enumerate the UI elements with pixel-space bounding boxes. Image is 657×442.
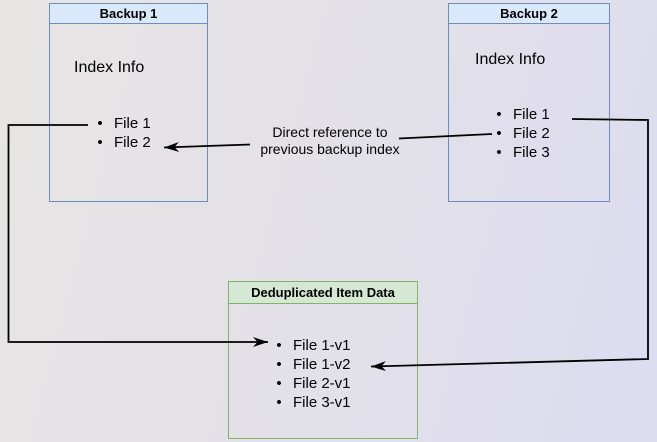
dedup-file-1v2: File 1-v2 — [293, 356, 351, 373]
backup1-index-info-label: Index Info — [74, 59, 145, 76]
list-item: • File 3-v1 — [273, 393, 351, 412]
list-item: • File 2-v1 — [273, 374, 351, 393]
list-item: • File 2 — [493, 124, 550, 143]
bullet-icon: • — [97, 115, 103, 132]
backup2-index-info-label: Index Info — [475, 51, 546, 68]
dedup-node: Deduplicated Item Data • File 1-v1 • Fil… — [228, 281, 418, 439]
list-item: • File 3 — [493, 143, 550, 162]
bullet-icon: • — [496, 106, 502, 123]
list-item: • File 1 — [94, 114, 151, 133]
bullet-icon: • — [496, 125, 502, 142]
backup2-title: Backup 2 — [449, 4, 609, 24]
backup2-file-2: File 2 — [513, 125, 550, 142]
backup1-title: Backup 1 — [50, 4, 207, 24]
dedup-file-2v1: File 2-v1 — [293, 375, 351, 392]
backup1-node: Backup 1 Index Info • File 1 • File 2 — [49, 3, 208, 202]
bullet-icon: • — [276, 337, 282, 354]
dedup-title: Deduplicated Item Data — [229, 282, 417, 304]
backup1-file-1: File 1 — [114, 115, 151, 132]
bullet-icon: • — [496, 144, 502, 161]
bullet-icon: • — [276, 375, 282, 392]
backup1-file-list: • File 1 • File 2 — [94, 114, 151, 152]
bullet-icon: • — [276, 394, 282, 411]
list-item: • File 1-v2 — [273, 355, 351, 374]
direct-reference-edge-label: Direct reference to previous backup inde… — [260, 124, 400, 157]
backup2-file-list: • File 1 • File 2 • File 3 — [493, 105, 550, 162]
list-item: • File 1 — [493, 105, 550, 124]
list-item: • File 2 — [94, 133, 151, 152]
bullet-icon: • — [276, 356, 282, 373]
backup2-file-3: File 3 — [513, 144, 550, 161]
bullet-icon: • — [97, 134, 103, 151]
backup2-node: Backup 2 Index Info • File 1 • File 2 • … — [448, 3, 610, 202]
dedup-file-1v1: File 1-v1 — [293, 337, 351, 354]
dedup-file-3v1: File 3-v1 — [293, 394, 351, 411]
backup1-file-2: File 2 — [114, 134, 151, 151]
dedup-file-list: • File 1-v1 • File 1-v2 • File 2-v1 • Fi… — [273, 336, 351, 412]
list-item: • File 1-v1 — [273, 336, 351, 355]
backup2-file-1: File 1 — [513, 106, 550, 123]
